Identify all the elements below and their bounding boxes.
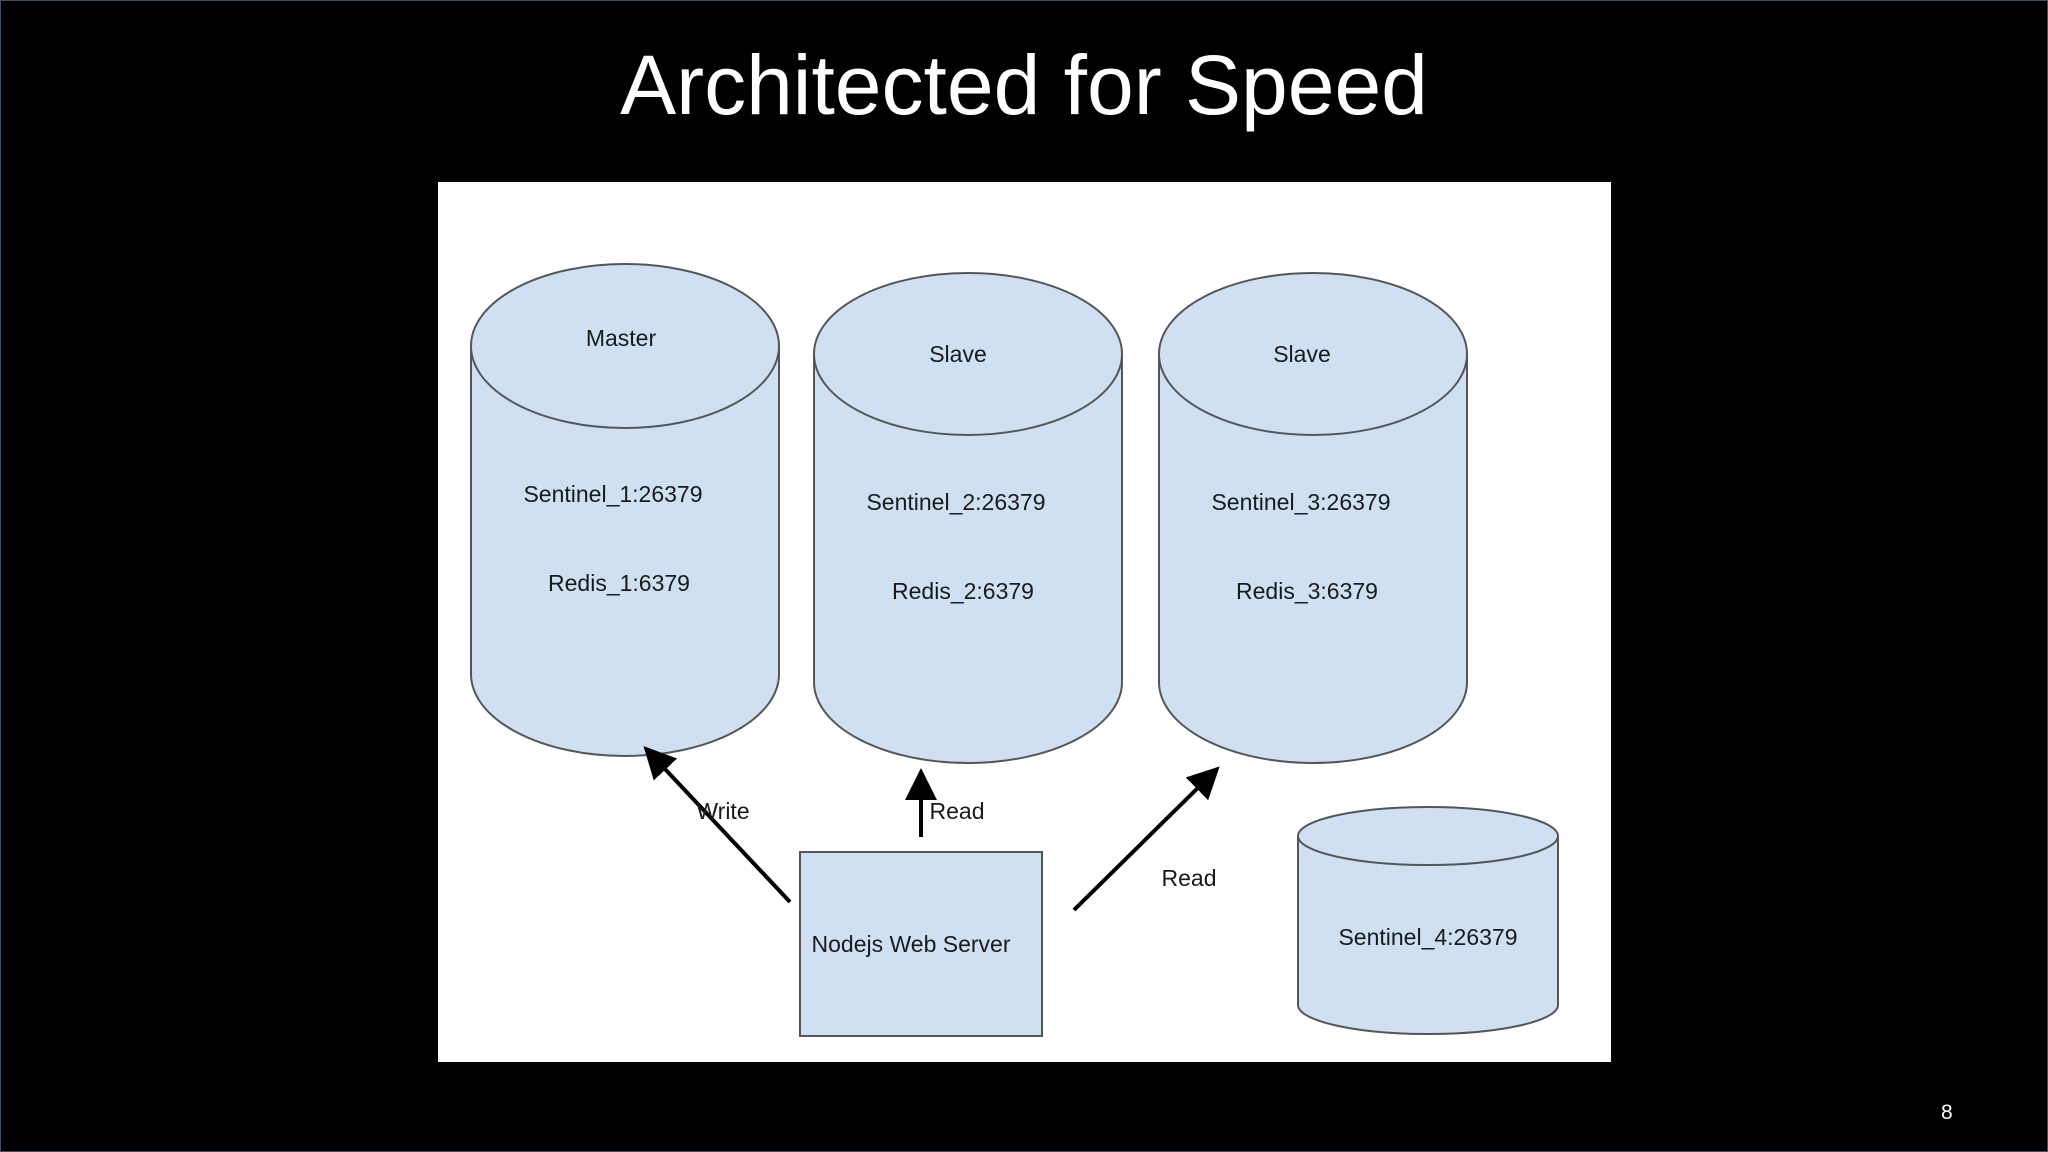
architecture-diagram: Master Sentinel_1:26379 Redis_1:6379 Sla… <box>470 263 1559 1037</box>
slide-title: Architected for Speed <box>620 38 1428 132</box>
slave1-redis-label: Redis_2:6379 <box>892 578 1034 604</box>
sentinel4-sentinel-label: Sentinel_4:26379 <box>1338 924 1517 950</box>
master-cylinder-body <box>470 346 780 757</box>
sentinel4-cylinder-top <box>1297 806 1559 866</box>
write-arrow <box>643 746 792 904</box>
slave2-redis-label: Redis_3:6379 <box>1236 578 1378 604</box>
slave2-cylinder-body <box>1158 354 1468 764</box>
read-edge-label-slave1: Read <box>930 798 985 824</box>
page-number: 8 <box>1941 1101 1953 1124</box>
slave1-sentinel-label: Sentinel_2:26379 <box>866 489 1045 515</box>
read-arrow-slave2 <box>1072 766 1220 912</box>
sentinel4-node: Sentinel_4:26379 <box>1297 806 1559 1035</box>
slave2-sentinel-label: Sentinel_3:26379 <box>1211 489 1390 515</box>
slave1-cylinder-top <box>813 272 1123 436</box>
webserver-box <box>799 851 1043 1037</box>
slave1-cylinder-body <box>813 354 1123 764</box>
write-edge-label: Write <box>696 798 749 824</box>
master-sentinel-label: Sentinel_1:26379 <box>523 481 702 507</box>
slave2-node: Slave Sentinel_3:26379 Redis_3:6379 <box>1158 272 1468 764</box>
read-edge-label-slave2: Read <box>1162 865 1217 891</box>
webserver-label: Nodejs Web Server <box>812 931 1011 957</box>
slave1-role-label: Slave <box>929 341 987 367</box>
diagram-panel: Master Sentinel_1:26379 Redis_1:6379 Sla… <box>438 182 1611 1062</box>
master-redis-label: Redis_1:6379 <box>548 570 690 596</box>
slave2-role-label: Slave <box>1273 341 1331 367</box>
slave2-cylinder-top <box>1158 272 1468 436</box>
master-node: Master Sentinel_1:26379 Redis_1:6379 <box>470 263 780 757</box>
master-role-label: Master <box>586 325 657 351</box>
webserver-node: Nodejs Web Server <box>799 851 1043 1037</box>
sentinel4-cylinder-body <box>1297 836 1559 1035</box>
slave1-node: Slave Sentinel_2:26379 Redis_2:6379 <box>813 272 1123 764</box>
master-cylinder-top <box>470 263 780 429</box>
